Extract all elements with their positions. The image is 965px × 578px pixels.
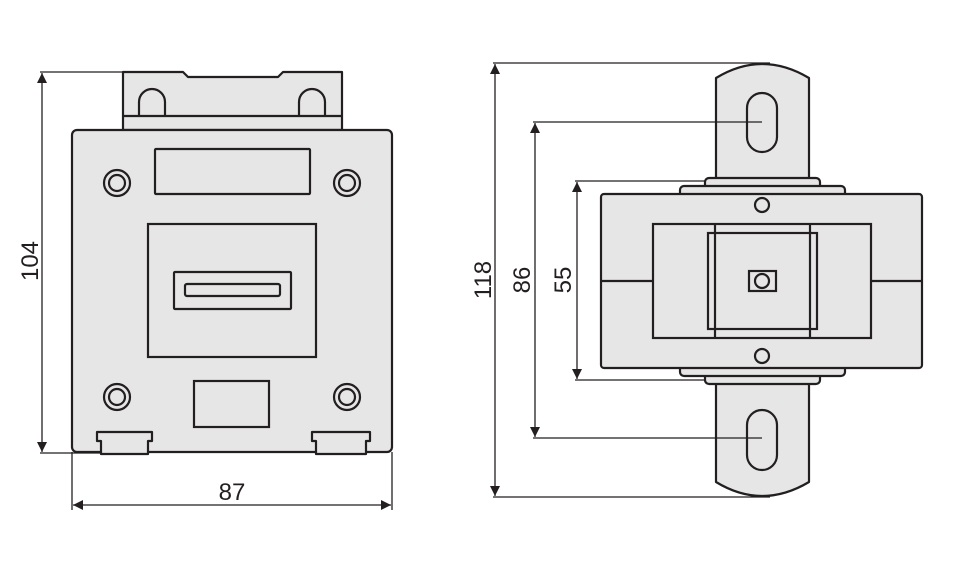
busbar-slot-outer (172, 270, 293, 311)
terminal-cover (192, 379, 271, 429)
foot-right (310, 430, 372, 456)
bracket-hook-right (297, 87, 327, 116)
rivet-top (753, 196, 771, 214)
front-view: 104 87 (17, 70, 394, 510)
center-screw (753, 272, 771, 290)
core-window (706, 231, 819, 331)
busbar-slot-inner (183, 282, 282, 298)
foot-left (95, 430, 154, 456)
body-height-label: 55 (550, 267, 577, 294)
center-screw-box (747, 269, 778, 293)
rivet-bottom (753, 347, 771, 365)
mounting-tab-top (714, 63, 811, 187)
mounting-slot-bottom (745, 408, 779, 472)
side-view: 118 86 55 (470, 62, 924, 498)
main-body (70, 128, 394, 454)
hole-pitch-label: 86 (509, 267, 536, 294)
primary-window (146, 222, 318, 359)
mounting-tab-bottom (714, 376, 811, 497)
width-label: 87 (219, 479, 246, 506)
bracket-hook-left (137, 87, 167, 116)
height-label: 104 (17, 241, 44, 281)
overall-height-label: 118 (470, 261, 497, 299)
label-window (153, 147, 312, 196)
top-bracket (121, 70, 344, 132)
screw-holes (102, 168, 362, 412)
